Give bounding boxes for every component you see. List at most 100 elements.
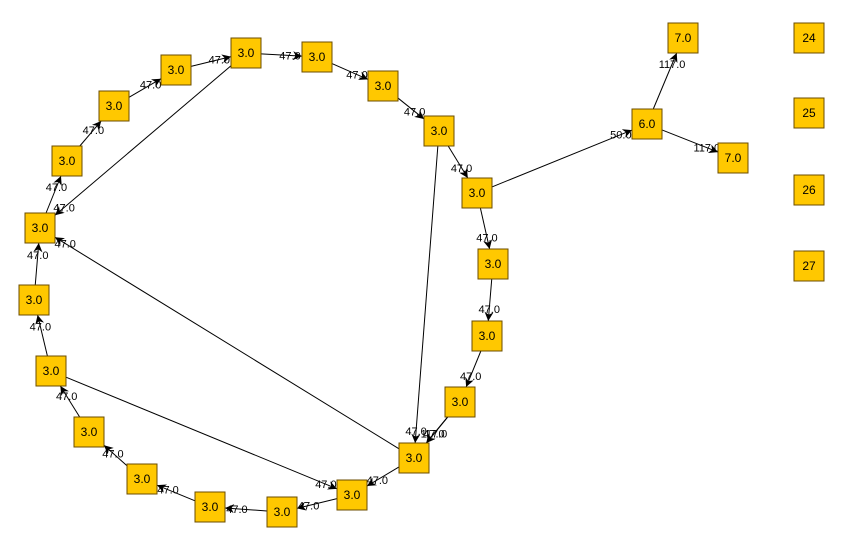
- node-label: 3.0: [452, 395, 469, 409]
- node-box[interactable]: [477, 248, 509, 280]
- node-box[interactable]: [367, 70, 399, 102]
- graph-node[interactable]: 3.0: [477, 248, 509, 280]
- node-label: 27: [802, 259, 816, 273]
- edge-label: 47.0: [476, 232, 497, 244]
- edge-label: 47.0: [226, 504, 247, 516]
- graph-node[interactable]: 3.0: [35, 355, 67, 387]
- node-label: 3.0: [168, 63, 185, 77]
- node-box[interactable]: [793, 174, 825, 206]
- graph-node[interactable]: 3.0: [51, 145, 83, 177]
- graph-node[interactable]: 27: [793, 250, 825, 282]
- node-box[interactable]: [471, 320, 503, 352]
- edge-label: 47.0: [83, 125, 104, 137]
- node-box[interactable]: [793, 97, 825, 129]
- graph-node[interactable]: 3.0: [126, 463, 158, 495]
- graph-node[interactable]: 25: [793, 97, 825, 129]
- node-box[interactable]: [461, 177, 493, 209]
- edge-n22-n1: [33, 242, 43, 286]
- node-box[interactable]: [35, 355, 67, 387]
- graph-node[interactable]: 3.0: [24, 212, 56, 244]
- edge-n17-n21: [103, 444, 128, 467]
- node-box[interactable]: [73, 416, 105, 448]
- graph-node[interactable]: 24: [793, 22, 825, 54]
- node-box[interactable]: [398, 442, 430, 474]
- graph-node[interactable]: 3.0: [471, 320, 503, 352]
- node-label: 3.0: [26, 293, 43, 307]
- graph-node[interactable]: 3.0: [18, 284, 50, 316]
- graph-node[interactable]: 3.0: [194, 491, 226, 523]
- graph-node[interactable]: 3.0: [444, 386, 476, 418]
- edge-label: 47.0: [140, 80, 161, 92]
- edge-n19-n17: [156, 484, 196, 502]
- graph-node[interactable]: 3.0: [160, 54, 192, 86]
- node-label: 7.0: [725, 151, 742, 165]
- edge-n11-n12: [479, 207, 493, 250]
- node-label: 3.0: [238, 46, 255, 60]
- edge-n4-n5: [128, 78, 162, 98]
- node-box[interactable]: [24, 212, 56, 244]
- graph-node[interactable]: 3.0: [266, 496, 298, 528]
- node-label: 3.0: [485, 257, 502, 271]
- edge-label: 47.0: [315, 479, 336, 491]
- edge-n18-n20: [296, 498, 338, 511]
- edge-n6-n7: [331, 63, 369, 80]
- edge-label: 47.0: [157, 485, 178, 497]
- edge-n16-n18: [366, 466, 400, 487]
- edge-label: 47.0: [46, 182, 67, 194]
- edge-label: 117.0: [693, 143, 720, 155]
- edge-n12-n13: [484, 278, 494, 322]
- edge-label: 47.0: [209, 54, 230, 66]
- node-label: 6.0: [639, 117, 656, 131]
- graph-node[interactable]: 7.0: [717, 142, 749, 174]
- node-box[interactable]: [444, 386, 476, 418]
- node-box[interactable]: [266, 496, 298, 528]
- node-box[interactable]: [126, 463, 158, 495]
- edge-label: 117.0: [659, 59, 686, 71]
- edge-label: 47.0: [367, 475, 388, 487]
- graph-node[interactable]: 26: [793, 174, 825, 206]
- graph-node[interactable]: 3.0: [230, 37, 262, 69]
- edge-label: 47.0: [451, 163, 472, 175]
- node-box[interactable]: [793, 22, 825, 54]
- node-box[interactable]: [423, 115, 455, 147]
- graph-node[interactable]: 6.0: [631, 108, 663, 140]
- edge-label: 47.0: [460, 371, 481, 383]
- node-label: 3.0: [81, 425, 98, 439]
- edge-n3-n4: [79, 120, 102, 147]
- node-label: 3.0: [309, 50, 326, 64]
- node-box[interactable]: [98, 90, 130, 122]
- node-label: 7.0: [675, 31, 692, 45]
- graph-node[interactable]: 3.0: [301, 41, 333, 73]
- node-box[interactable]: [194, 491, 226, 523]
- graph-node[interactable]: 3.0: [423, 115, 455, 147]
- node-box[interactable]: [717, 142, 749, 174]
- nodes-layer: 3.03.03.03.03.03.03.03.03.03.03.03.03.03…: [18, 22, 825, 528]
- edge-label: 47.0: [53, 202, 74, 214]
- graph-node[interactable]: 3.0: [461, 177, 493, 209]
- node-box[interactable]: [18, 284, 50, 316]
- node-box[interactable]: [51, 145, 83, 177]
- edge-label: 47.0: [102, 448, 123, 460]
- edge-n1-n3: [45, 175, 62, 214]
- edge-label: 47.0: [479, 304, 500, 316]
- edge-label: 47.0: [55, 239, 76, 251]
- edge-n23-n18: [65, 376, 338, 490]
- graph-node[interactable]: 3.0: [398, 442, 430, 474]
- edge-n8-n16: [411, 145, 439, 444]
- node-box[interactable]: [230, 37, 262, 69]
- graph-node[interactable]: 3.0: [336, 479, 368, 511]
- edge-n5-n2: [190, 54, 232, 67]
- node-box[interactable]: [793, 250, 825, 282]
- node-box[interactable]: [336, 479, 368, 511]
- graph-node[interactable]: 3.0: [98, 90, 130, 122]
- node-box[interactable]: [631, 108, 663, 140]
- graph-node[interactable]: 7.0: [667, 22, 699, 54]
- node-box[interactable]: [301, 41, 333, 73]
- edge-n20-n19: [224, 504, 268, 514]
- graph-node[interactable]: 3.0: [367, 70, 399, 102]
- node-box[interactable]: [667, 22, 699, 54]
- node-box[interactable]: [160, 54, 192, 86]
- edge-label: 50.0: [610, 130, 631, 142]
- node-label: 3.0: [375, 79, 392, 93]
- graph-node[interactable]: 3.0: [73, 416, 105, 448]
